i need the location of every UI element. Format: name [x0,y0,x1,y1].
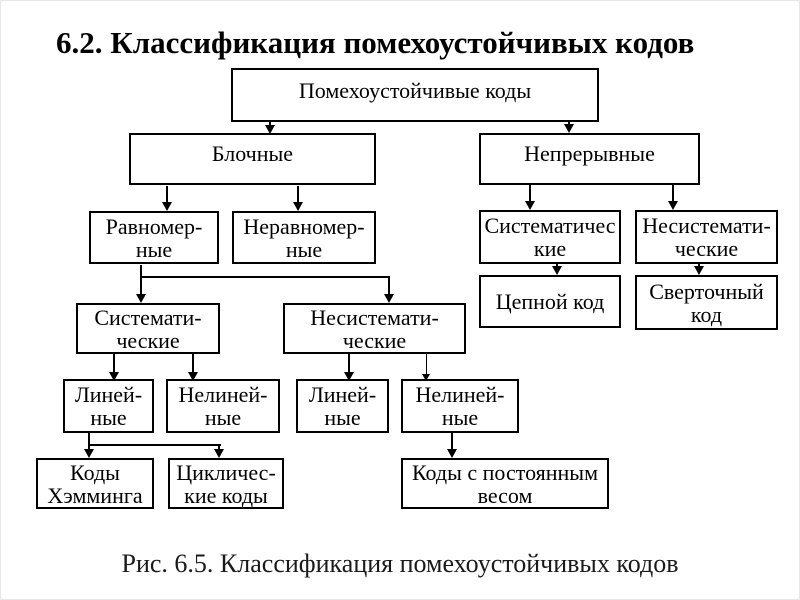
connector-linear-rail [88,444,221,446]
arrowhead-root-continuous [564,124,574,133]
connector-linear-cyclic [218,444,220,451]
connector-nonlinear-constantweight [451,433,453,451]
arrowhead-uniform-nonsystematic [384,294,394,303]
connector-nonsystematicblock-nonlinear [426,354,427,375]
connector-linear-stem [88,433,90,446]
node-systematic-block: Системати- ческие [76,303,220,354]
figure-caption: Рис. 6.5. Классификация помехоустойчивых… [121,549,679,578]
connector-uniform-nonsystematic [388,276,390,296]
arrowhead-nonsystematicblock-nonlinear [422,374,430,381]
node-nonlinear-nonsystematic: Нелиней- ные [401,379,519,433]
node-nonlinear-systematic: Нелиней- ные [166,379,280,433]
connector-root-block [269,122,271,127]
arrowhead-nonsystematic-convolutional [694,266,704,275]
node-systematic-continuous: Систематичес кие [479,210,621,264]
node-linear-systematic: Линей- ные [63,379,154,433]
node-convolutional-code: Сверточный код [635,275,778,330]
arrowhead-systematic-chain [552,266,562,275]
arrowhead-nonsystematicblock-linear [344,372,354,381]
node-hamming-codes: Коды Хэмминга [36,458,154,509]
node-nonuniform: Неравномер- ные [232,211,376,264]
node-constant-weight-codes: Коды с постоянным весом [401,458,609,509]
arrowhead-linear-hamming [84,449,94,458]
connector-uniform-stem [140,265,142,278]
node-nonsystematic-block: Несистемати- ческие [283,303,466,354]
node-nonsystematic-continuous: Несистемати- ческие [635,210,778,264]
connector-systematicblock-nonlinear [192,354,194,374]
node-root: Помехоустойчивые коды [231,68,599,122]
slide-title: 6.2. Классификация помехоустойчивых кодо… [56,25,695,60]
connector-continuous-systematic [529,185,531,203]
arrowhead-block-nonuniform [293,202,303,211]
arrowhead-linear-cyclic [214,449,224,458]
arrowhead-systematicblock-linear [109,372,119,381]
connector-linear-hamming [88,444,90,451]
arrowhead-systematicblock-nonlinear [188,372,198,381]
arrowhead-block-uniform [162,202,172,211]
arrowhead-continuous-nonsystematic [668,201,678,210]
connector-systematicblock-linear [113,354,115,374]
node-continuous-codes: Непрерывные [479,133,700,185]
node-cyclic-codes: Цикличес- кие коды [168,458,284,509]
connector-uniform-systematic [140,276,142,296]
node-chain-code: Цепной код [479,275,621,328]
connector-nonsystematicblock-linear [348,354,350,374]
arrowhead-continuous-systematic [525,201,535,210]
connector-continuous-nonsystematic [672,185,674,203]
node-uniform: Равномер- ные [89,211,219,264]
arrowhead-nonlinear-constantweight [447,449,457,458]
connector-block-uniform [166,186,168,204]
node-linear-nonsystematic: Линей- ные [296,379,389,433]
arrowhead-uniform-systematic [136,294,146,303]
connector-block-nonuniform [297,186,299,204]
node-block-codes: Блочные [129,133,376,185]
connector-uniform-rail [140,276,390,278]
arrowhead-root-block [265,125,275,134]
